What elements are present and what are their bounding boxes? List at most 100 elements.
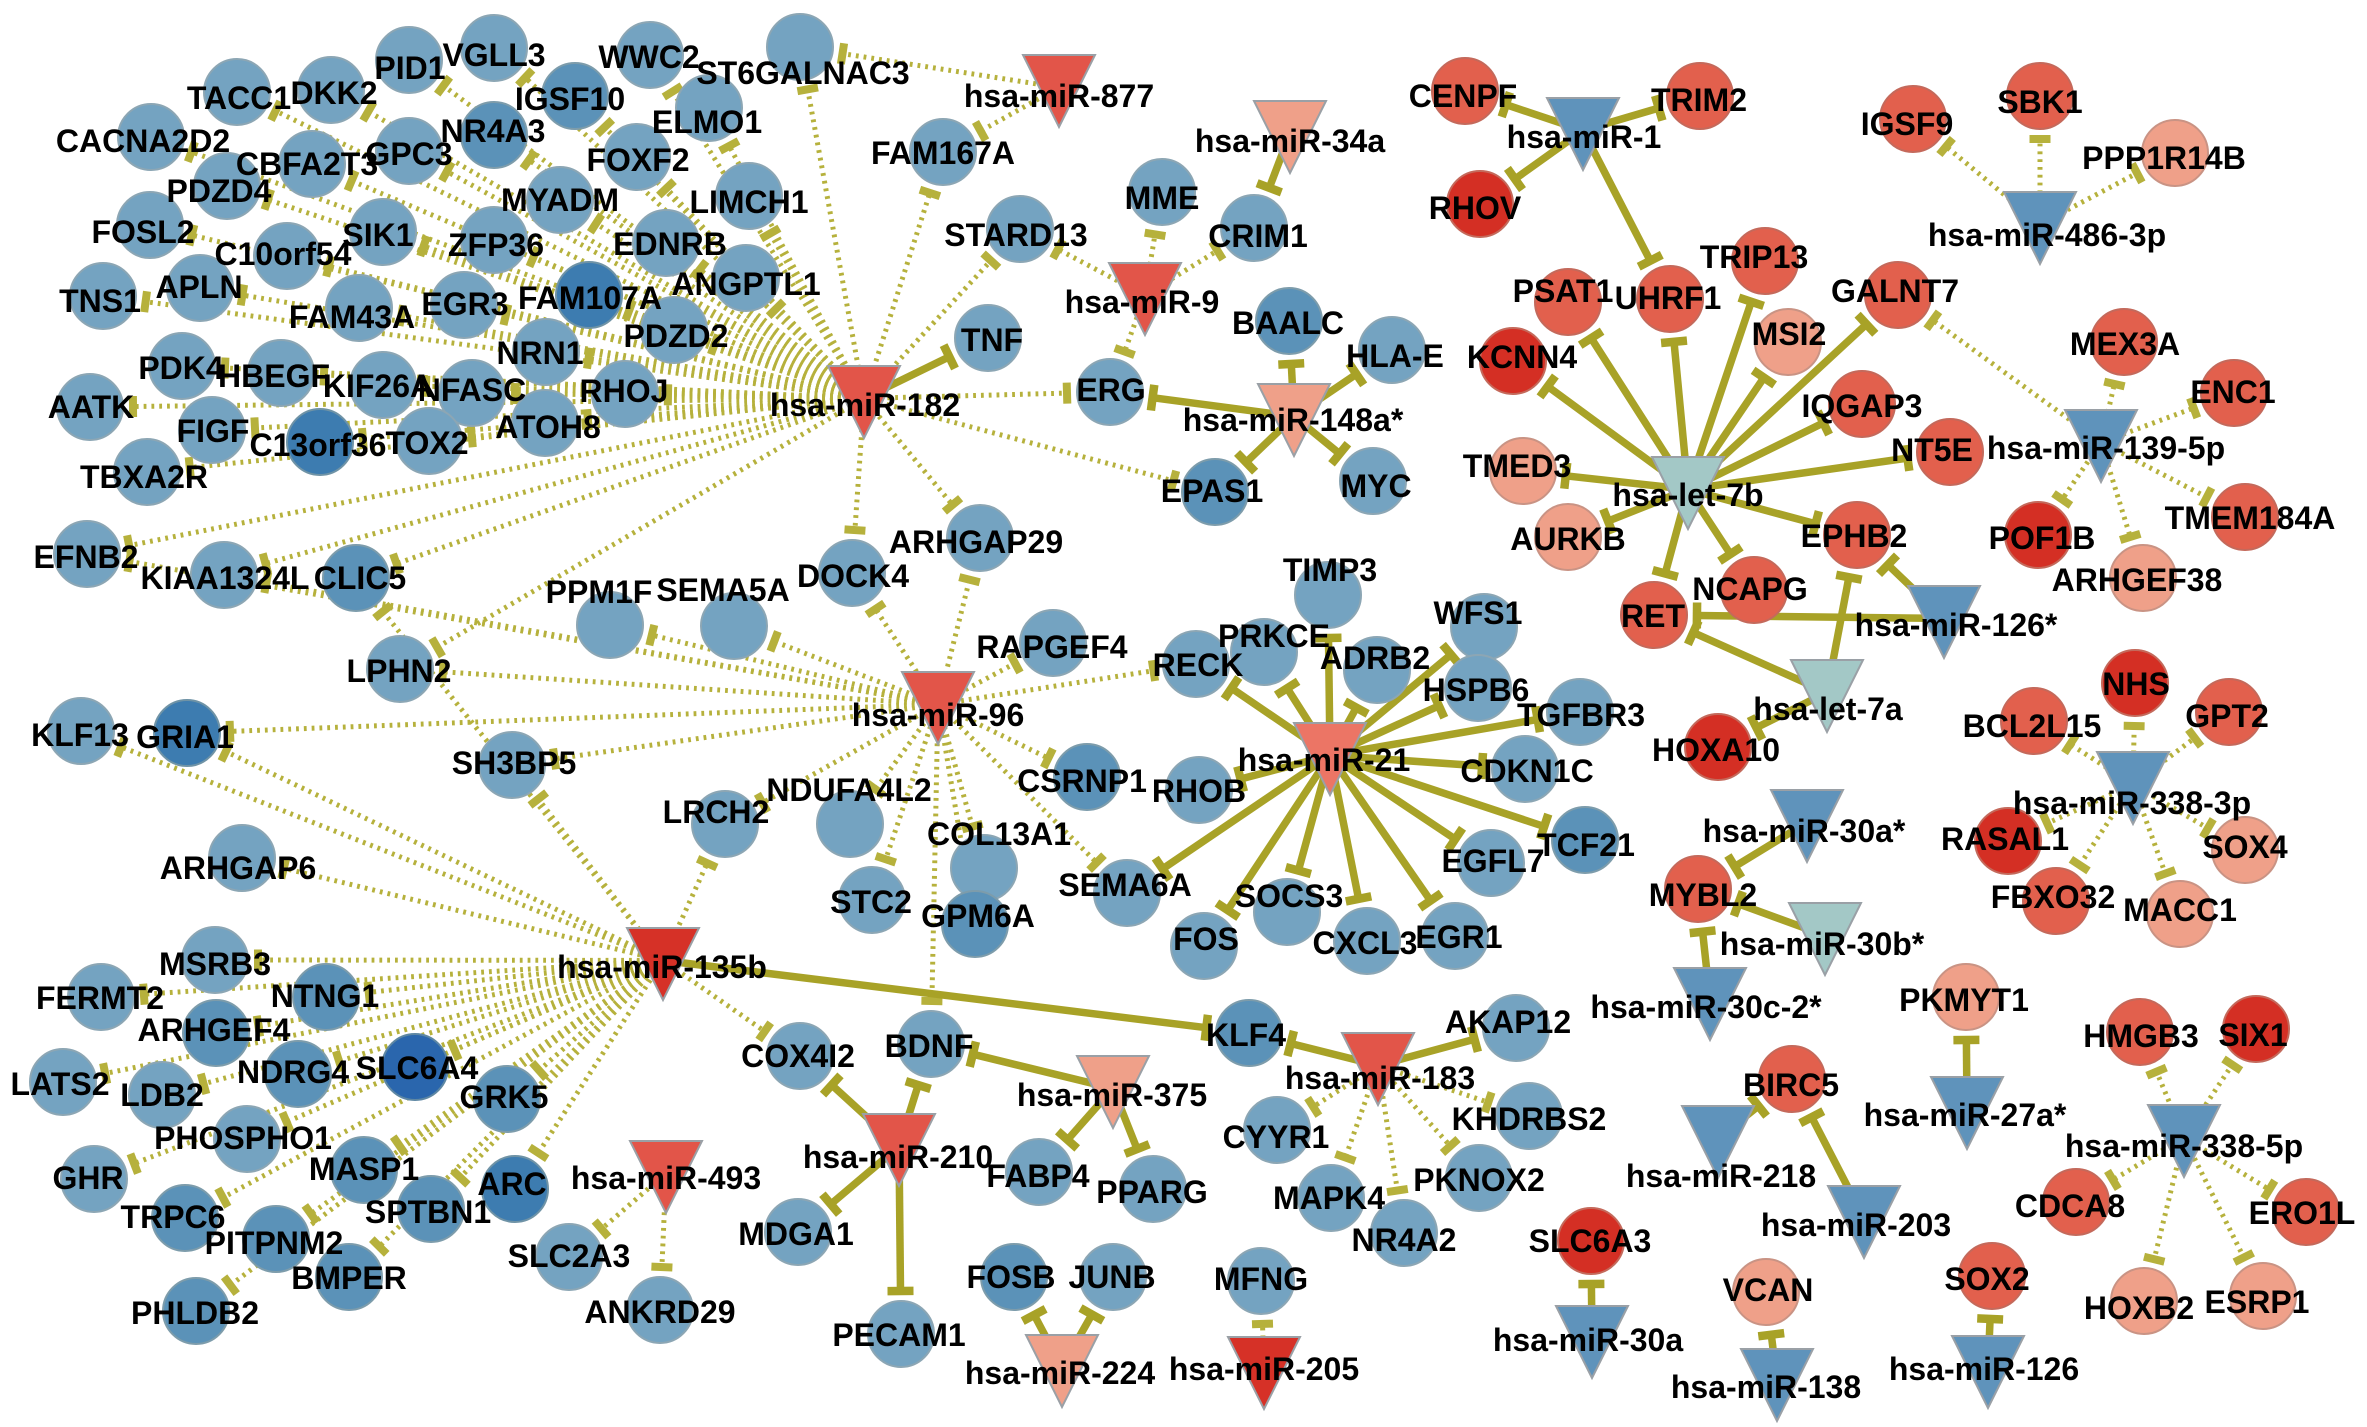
svg-text:HBEGF: HBEGF bbox=[218, 358, 330, 394]
svg-text:DKK2: DKK2 bbox=[290, 75, 377, 111]
svg-text:AURKB: AURKB bbox=[1510, 521, 1626, 557]
svg-text:hsa-miR-203: hsa-miR-203 bbox=[1761, 1207, 1951, 1243]
svg-text:APLN: APLN bbox=[155, 269, 242, 305]
svg-text:WWC2: WWC2 bbox=[598, 39, 699, 75]
svg-text:PKNOX2: PKNOX2 bbox=[1413, 1162, 1545, 1198]
svg-text:FAM107A: FAM107A bbox=[518, 280, 662, 316]
svg-text:EFNB2: EFNB2 bbox=[34, 539, 139, 575]
svg-text:EGR3: EGR3 bbox=[421, 286, 508, 322]
svg-text:SBK1: SBK1 bbox=[1997, 84, 2082, 120]
svg-text:EGR1: EGR1 bbox=[1415, 919, 1502, 955]
svg-text:LDB2: LDB2 bbox=[120, 1077, 204, 1113]
svg-text:LATS2: LATS2 bbox=[11, 1066, 110, 1102]
svg-text:HSPB6: HSPB6 bbox=[1423, 672, 1530, 708]
svg-text:SEMA6A: SEMA6A bbox=[1058, 867, 1191, 903]
svg-text:ARHGAP6: ARHGAP6 bbox=[160, 850, 316, 886]
svg-text:PDK4: PDK4 bbox=[138, 350, 224, 386]
svg-text:hsa-miR-30c-2*: hsa-miR-30c-2* bbox=[1590, 989, 1822, 1025]
svg-text:POF1B: POF1B bbox=[1989, 520, 2096, 556]
svg-text:PPM1F: PPM1F bbox=[546, 574, 653, 610]
svg-text:CXCL3: CXCL3 bbox=[1313, 925, 1418, 961]
svg-text:COL13A1: COL13A1 bbox=[927, 816, 1071, 852]
svg-text:TNF: TNF bbox=[961, 322, 1023, 358]
svg-text:GPC3: GPC3 bbox=[365, 136, 452, 172]
svg-text:TOX2: TOX2 bbox=[386, 425, 469, 461]
svg-text:UHRF1: UHRF1 bbox=[1615, 280, 1722, 316]
svg-text:MYADM: MYADM bbox=[501, 182, 619, 218]
svg-text:TNS1: TNS1 bbox=[59, 283, 141, 319]
svg-text:ARC: ARC bbox=[477, 1166, 546, 1202]
svg-text:hsa-miR-9: hsa-miR-9 bbox=[1065, 284, 1220, 320]
svg-text:ANGPTL1: ANGPTL1 bbox=[671, 266, 820, 302]
svg-text:MFNG: MFNG bbox=[1214, 1261, 1308, 1297]
svg-text:HMGB3: HMGB3 bbox=[2083, 1018, 2199, 1054]
svg-text:hsa-miR-224: hsa-miR-224 bbox=[965, 1355, 1156, 1391]
svg-text:GRK5: GRK5 bbox=[460, 1079, 549, 1115]
svg-text:CLIC5: CLIC5 bbox=[314, 560, 406, 596]
svg-text:FOSL2: FOSL2 bbox=[91, 214, 194, 250]
svg-text:FOXF2: FOXF2 bbox=[586, 142, 689, 178]
svg-text:ELMO1: ELMO1 bbox=[652, 104, 762, 140]
svg-text:MEX3A: MEX3A bbox=[2070, 326, 2180, 362]
svg-text:BMPER: BMPER bbox=[291, 1260, 407, 1296]
svg-text:hsa-miR-183: hsa-miR-183 bbox=[1285, 1060, 1475, 1096]
svg-text:ATOH8: ATOH8 bbox=[495, 409, 601, 445]
svg-text:TRIP13: TRIP13 bbox=[1700, 239, 1808, 275]
svg-text:TACC1: TACC1 bbox=[187, 80, 291, 116]
svg-text:LIMCH1: LIMCH1 bbox=[689, 184, 808, 220]
svg-text:MYBL2: MYBL2 bbox=[1649, 877, 1757, 913]
svg-text:SLC6A3: SLC6A3 bbox=[1529, 1223, 1652, 1259]
svg-text:MAPK4: MAPK4 bbox=[1273, 1180, 1385, 1216]
svg-text:KIAA1324L: KIAA1324L bbox=[141, 560, 310, 596]
svg-text:NR4A3: NR4A3 bbox=[441, 113, 546, 149]
svg-text:HOXA10: HOXA10 bbox=[1652, 732, 1780, 768]
svg-text:SH3BP5: SH3BP5 bbox=[452, 745, 577, 781]
svg-text:SOX2: SOX2 bbox=[1944, 1261, 2029, 1297]
svg-text:hsa-miR-205: hsa-miR-205 bbox=[1169, 1351, 1359, 1387]
svg-text:TIMP3: TIMP3 bbox=[1283, 552, 1377, 588]
svg-text:SOCS3: SOCS3 bbox=[1235, 878, 1343, 914]
svg-text:GALNT7: GALNT7 bbox=[1831, 273, 1959, 309]
svg-text:KLF4: KLF4 bbox=[1206, 1017, 1286, 1053]
svg-text:HOXB2: HOXB2 bbox=[2084, 1290, 2194, 1326]
svg-text:ADRB2: ADRB2 bbox=[1320, 640, 1430, 676]
svg-text:CDCA8: CDCA8 bbox=[2015, 1188, 2125, 1224]
svg-text:KHDRBS2: KHDRBS2 bbox=[1452, 1101, 1607, 1137]
svg-text:FBXO32: FBXO32 bbox=[1991, 879, 2115, 915]
svg-text:TCF21: TCF21 bbox=[1537, 827, 1635, 863]
svg-text:KIF26A: KIF26A bbox=[323, 368, 433, 404]
svg-text:NCAPG: NCAPG bbox=[1692, 571, 1808, 607]
svg-text:NDUFA4L2: NDUFA4L2 bbox=[766, 772, 931, 808]
svg-text:SIK1: SIK1 bbox=[342, 217, 413, 253]
svg-text:FERMT2: FERMT2 bbox=[36, 980, 164, 1016]
svg-text:hsa-miR-126: hsa-miR-126 bbox=[1889, 1351, 2079, 1387]
svg-text:NRN1: NRN1 bbox=[496, 335, 583, 371]
svg-text:hsa-miR-30a: hsa-miR-30a bbox=[1493, 1322, 1684, 1358]
svg-text:SLC6A4: SLC6A4 bbox=[356, 1050, 479, 1086]
svg-text:PDZD4: PDZD4 bbox=[167, 173, 272, 209]
svg-text:MYC: MYC bbox=[1340, 468, 1411, 504]
svg-text:TMEM184A: TMEM184A bbox=[2165, 500, 2336, 536]
svg-text:ANKRD29: ANKRD29 bbox=[584, 1294, 735, 1330]
svg-text:hsa-miR-182: hsa-miR-182 bbox=[770, 387, 960, 423]
svg-text:GPT2: GPT2 bbox=[2185, 698, 2269, 734]
svg-text:NTNG1: NTNG1 bbox=[271, 978, 379, 1014]
svg-text:IGSF10: IGSF10 bbox=[515, 81, 625, 117]
svg-text:FABP4: FABP4 bbox=[986, 1158, 1089, 1194]
svg-text:MME: MME bbox=[1125, 180, 1200, 216]
svg-text:PPP1R14B: PPP1R14B bbox=[2082, 140, 2246, 176]
svg-text:SOX4: SOX4 bbox=[2202, 829, 2288, 865]
svg-text:MACC1: MACC1 bbox=[2123, 892, 2237, 928]
svg-text:ERG: ERG bbox=[1076, 372, 1145, 408]
svg-text:EPAS1: EPAS1 bbox=[1161, 473, 1264, 509]
svg-text:CDKN1C: CDKN1C bbox=[1460, 753, 1593, 789]
svg-text:WFS1: WFS1 bbox=[1434, 595, 1523, 631]
svg-text:CYYR1: CYYR1 bbox=[1223, 1119, 1330, 1155]
svg-text:MSI2: MSI2 bbox=[1752, 316, 1827, 352]
svg-text:TGFBR3: TGFBR3 bbox=[1517, 697, 1645, 733]
svg-text:CACNA2D2: CACNA2D2 bbox=[56, 123, 230, 159]
svg-text:hsa-miR-30a*: hsa-miR-30a* bbox=[1703, 813, 1906, 849]
svg-text:BDNF: BDNF bbox=[885, 1028, 974, 1064]
svg-text:ERO1L: ERO1L bbox=[2249, 1195, 2356, 1231]
svg-text:DOCK4: DOCK4 bbox=[797, 558, 909, 594]
